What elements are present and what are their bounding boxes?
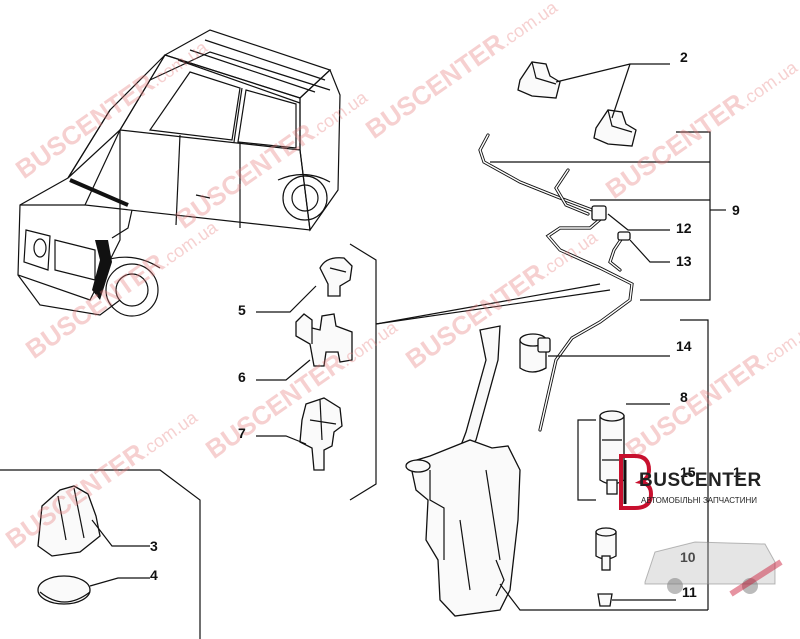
grommet	[597, 593, 613, 607]
callout-14: 14	[676, 338, 692, 354]
washer-reservoir	[405, 325, 521, 617]
logo-tagline: АВТОМОБІЛЬНІ ЗАПЧАСТИНИ	[641, 496, 757, 505]
callout-15: 15	[680, 464, 696, 480]
callout-1: 1	[733, 464, 741, 480]
bus-silhouette-icon	[644, 541, 783, 597]
callout-12: 12	[676, 220, 692, 236]
leader-lines	[0, 63, 726, 639]
callout-3: 3	[150, 538, 158, 554]
lower-clip-parts	[37, 485, 101, 605]
callout-10: 10	[680, 550, 696, 564]
vehicle-illustration	[17, 29, 341, 317]
callout-6: 6	[238, 369, 246, 385]
clip-parts	[295, 257, 353, 471]
small-pump	[595, 527, 617, 571]
callout-7: 7	[238, 425, 246, 441]
callout-4: 4	[150, 567, 158, 583]
washer-pump	[599, 410, 625, 495]
buscenter-logo: BUSCENTER АВТОМОБІЛЬНІ ЗАПЧАСТИНИ	[615, 452, 787, 612]
hose-assembly	[478, 133, 634, 432]
filler-cap	[519, 333, 551, 373]
callout-13: 13	[676, 253, 692, 269]
nozzle-parts	[517, 61, 637, 147]
callout-2: 2	[680, 49, 688, 65]
callout-9: 9	[732, 202, 740, 218]
callout-8: 8	[680, 389, 688, 405]
logo-brand: BUSCENTER	[639, 470, 762, 491]
logo-mark-icon	[619, 454, 654, 510]
callout-11: 11	[682, 584, 697, 600]
callout-5: 5	[238, 302, 246, 318]
